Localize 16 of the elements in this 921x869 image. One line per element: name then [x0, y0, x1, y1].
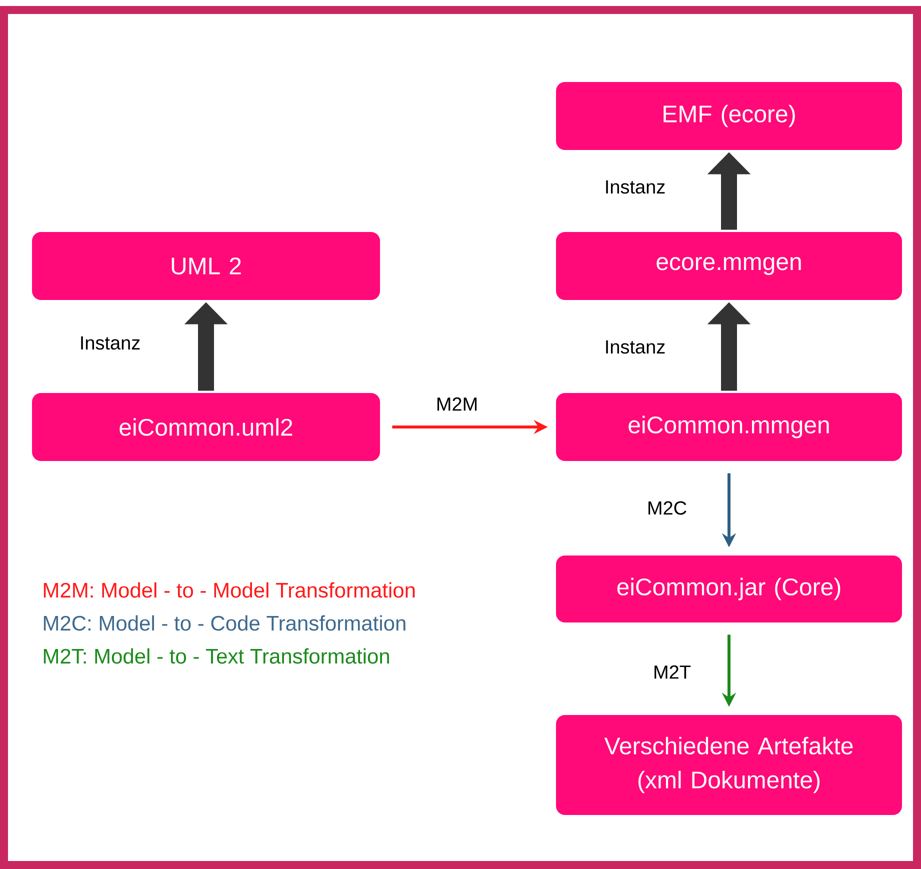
process-box: eiCommon.uml2: [32, 393, 380, 461]
legend-entry: M2M: Model - to - Model Transformation: [44, 582, 415, 598]
legend-entry: M2T: Model - to - Text Transformation: [44, 648, 389, 664]
edge-label: M2C: [646, 500, 688, 516]
legend-entry: M2C: Model - to - Code Transformation: [44, 615, 406, 631]
process-box: Verschiedene Artefakte (xml Dokumente): [556, 715, 902, 815]
process-box: eiCommon.jar (Core): [556, 556, 902, 622]
edge-label: Instanz: [78, 335, 142, 351]
process-box: EMF (ecore): [556, 82, 902, 150]
edge-label: M2M: [434, 396, 480, 412]
edge-label: Instanz: [603, 339, 667, 355]
process-box: eiCommon.mmgen: [556, 393, 902, 461]
edge-label: M2T: [652, 664, 692, 680]
process-box: UML 2: [32, 232, 380, 300]
process-box: ecore.mmgen: [556, 232, 902, 300]
edge-label: Instanz: [603, 179, 667, 195]
